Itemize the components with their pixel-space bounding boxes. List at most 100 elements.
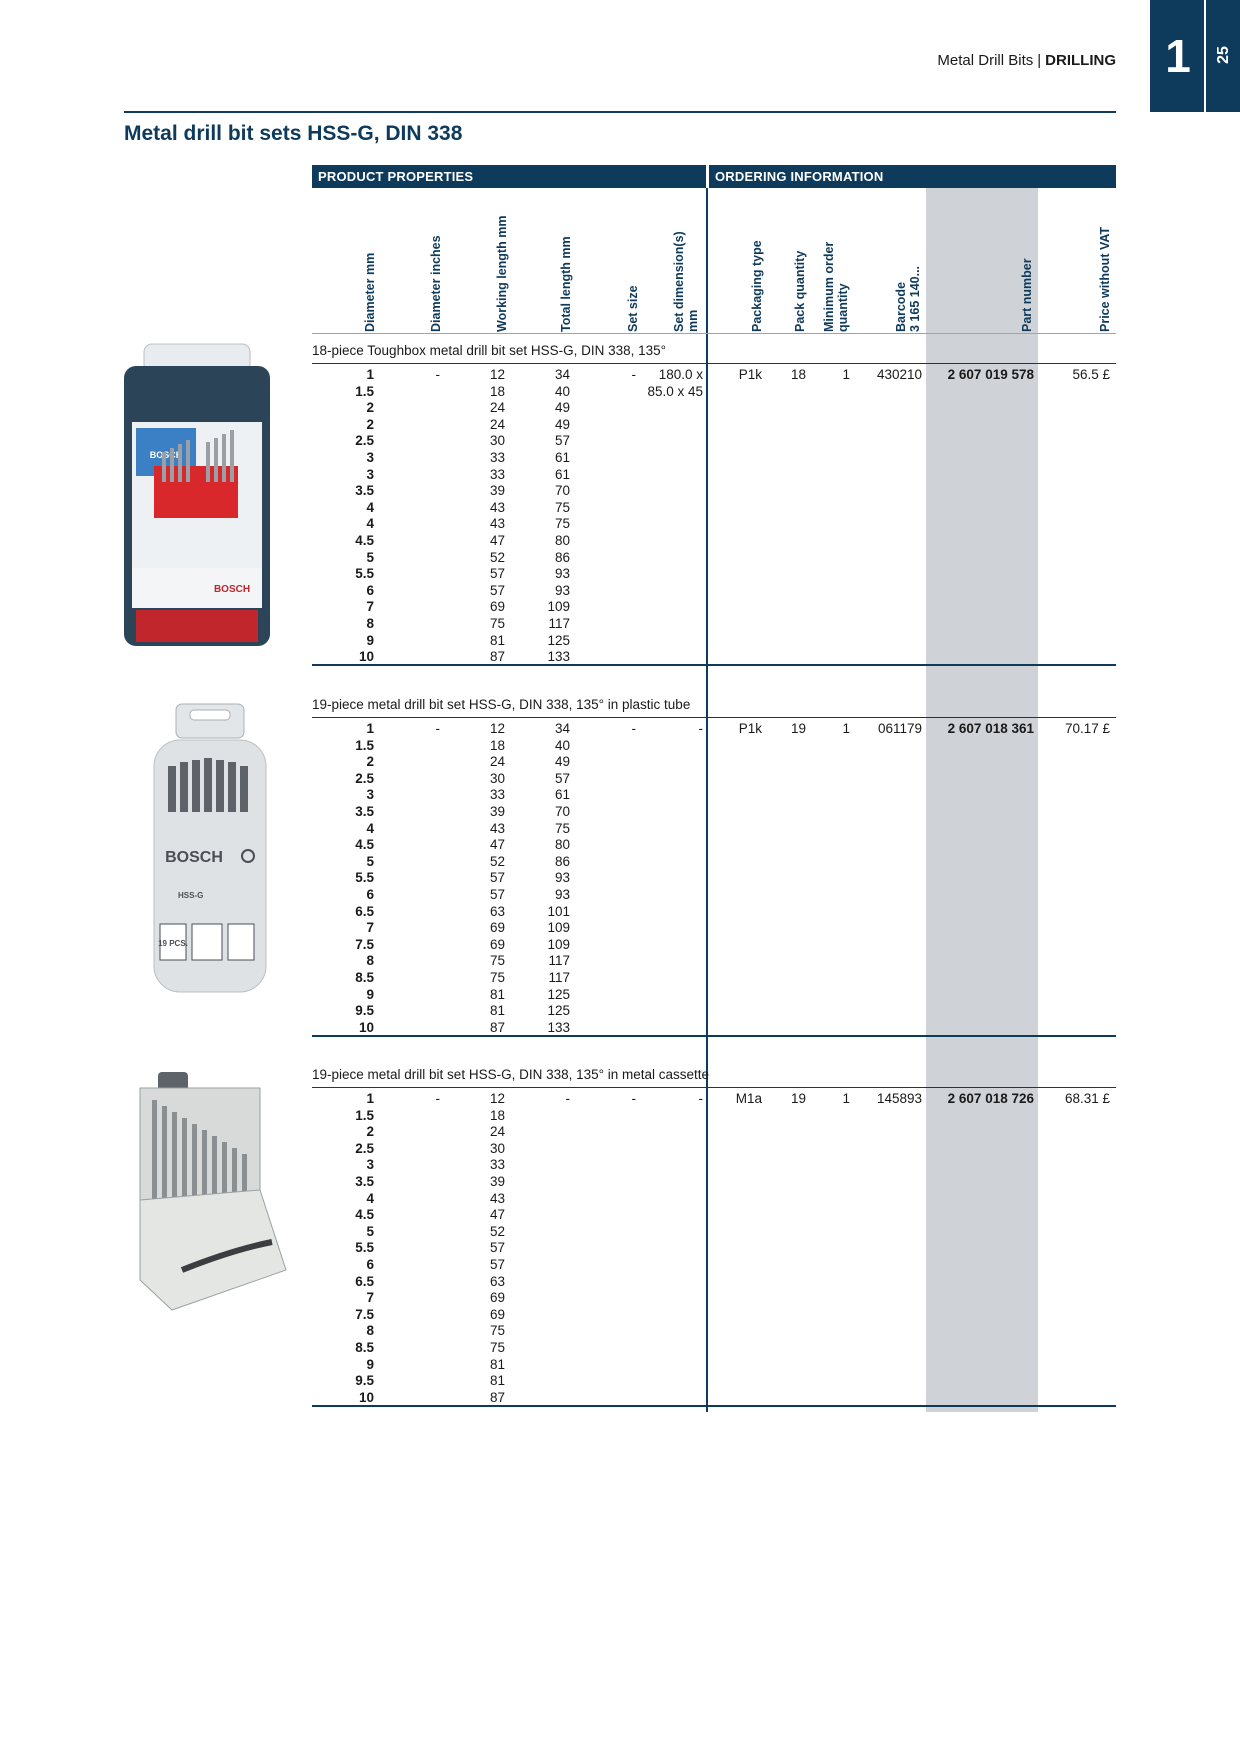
metal-cassette-image — [139, 1072, 287, 1311]
cell-diameter: 3.5 — [355, 804, 374, 819]
cell-working-length: 75 — [489, 953, 505, 969]
column-header-line: Minimum order — [822, 241, 836, 332]
plastic-tube-image: BOSCH HSS-G 19 PCS. — [153, 703, 267, 993]
running-head: Metal Drill Bits|DRILLING — [937, 52, 1116, 69]
cell-barcode: 061179 — [877, 721, 922, 736]
cell-diameter: 9.5 — [355, 1003, 374, 1019]
cell-pack-quantity: 19 — [790, 721, 806, 736]
cell-diameter: 4 — [366, 516, 374, 532]
column-header-label: Set size — [626, 285, 640, 332]
cell-diameter: 8 — [366, 953, 374, 969]
column-header: Total length mm — [559, 188, 589, 332]
cell-working-length: 24 — [489, 416, 505, 432]
cell-pack-quantity: 18 — [790, 367, 806, 382]
tube-grade-label: HSS-G — [178, 891, 203, 900]
cell-working-length: 18 — [489, 737, 505, 753]
cell-diameter: 5.5 — [355, 566, 374, 582]
cell-diameter-inches: - — [435, 1091, 441, 1106]
cell-total-length: 101 — [547, 903, 570, 919]
header-rule — [124, 111, 1116, 113]
cell-working-length: 30 — [489, 770, 505, 786]
cell-total-length: 93 — [554, 566, 570, 582]
column-header-line: Barcode — [894, 281, 908, 332]
column-header-label: Working length mm — [495, 215, 509, 332]
header-bottom-rule — [312, 333, 1116, 334]
cell-total-length: 70 — [554, 804, 570, 819]
cell-working-length: 12 — [489, 721, 505, 736]
cell-total-length: 61 — [554, 787, 570, 803]
cell-part-number: 2 607 019 578 — [947, 367, 1034, 382]
cell-working-length: 47 — [489, 533, 505, 548]
cell-working-length: 43 — [489, 1190, 505, 1206]
cell-diameter: 2 — [366, 400, 374, 416]
band-right-bg: ORDERING INFORMATION — [709, 165, 1116, 188]
cell-diameter: 10 — [358, 1019, 374, 1035]
section-bottom-rule — [312, 1405, 1116, 1407]
cell-total-length: 34 — [554, 721, 570, 736]
band-ordering-information: ORDERING INFORMATION — [715, 169, 884, 184]
cell-diameter: 6.5 — [355, 903, 374, 919]
cell-working-length: 30 — [489, 1140, 505, 1156]
cell-working-length: 12 — [489, 367, 505, 382]
column-header: Packaging type — [750, 188, 780, 332]
cell-diameter: 5 — [366, 853, 374, 869]
cell-diameter: 7.5 — [355, 1306, 374, 1322]
cell-set-dimensions: - — [698, 1091, 704, 1106]
cell-total-length: 93 — [554, 887, 570, 902]
section-title: 18-piece Toughbox metal drill bit set HS… — [312, 343, 667, 358]
cell-working-length: 75 — [489, 1323, 505, 1339]
cell-diameter: 3.5 — [355, 483, 374, 499]
cell-part-number: 2 607 018 726 — [947, 1091, 1034, 1106]
tube-brand-label: BOSCH — [165, 849, 223, 866]
column-header-line: mm — [686, 309, 700, 332]
cell-diameter: 9 — [366, 632, 374, 648]
cell-total-length: 75 — [554, 516, 570, 532]
cell-total-length: 75 — [554, 820, 570, 836]
cell-total-length: 117 — [548, 616, 570, 631]
page-number: 25 — [1207, 40, 1240, 70]
cell-working-length: 81 — [489, 986, 505, 1002]
cell-minimum-order: 1 — [842, 721, 850, 736]
cell-diameter: 4.5 — [355, 837, 374, 853]
cell-working-length: 52 — [489, 853, 505, 869]
cell-diameter: 5.5 — [355, 870, 374, 886]
cell-working-length: 39 — [489, 1174, 505, 1189]
cell-diameter: 5.5 — [355, 1240, 374, 1256]
column-group-divider — [706, 188, 708, 1412]
cell-working-length: 81 — [489, 1003, 505, 1019]
cell-working-length: 87 — [489, 649, 505, 665]
cell-total-length: - — [565, 1091, 571, 1106]
cell-working-length: 18 — [489, 383, 505, 399]
cell-working-length: 39 — [489, 483, 505, 499]
column-header: Pack quantity — [793, 188, 823, 332]
cell-working-length: 57 — [489, 1257, 505, 1272]
cell-diameter: 5 — [366, 549, 374, 565]
cell-working-length: 47 — [489, 837, 505, 853]
cell-total-length: 34 — [554, 367, 570, 382]
cell-total-length: 80 — [554, 837, 570, 853]
page-title: Metal drill bit sets HSS-G, DIN 338 — [124, 122, 463, 145]
cell-working-length: 18 — [489, 1107, 505, 1123]
cell-price: 68.31 £ — [1064, 1091, 1110, 1106]
cell-total-length: 133 — [547, 1019, 570, 1035]
cell-diameter: 7 — [366, 1290, 374, 1306]
cell-total-length: 75 — [554, 499, 570, 515]
column-header-label: Diameter inches — [429, 235, 443, 332]
chapter-tab — [1150, 0, 1240, 112]
cell-working-length: 69 — [489, 599, 505, 615]
cell-working-length: 12 — [489, 1091, 505, 1106]
section-top-rule — [312, 717, 1116, 718]
column-header-line: Set dimension(s) — [672, 231, 686, 332]
page-number-text: 25 — [1214, 46, 1232, 64]
cell-working-length: 43 — [489, 516, 505, 532]
cell-working-length: 81 — [489, 632, 505, 648]
cell-working-length: 57 — [489, 1240, 505, 1256]
chapter-number: 1 — [1165, 30, 1191, 82]
cell-diameter: 6 — [366, 1257, 374, 1272]
cell-diameter: 1.5 — [355, 383, 374, 399]
cell-working-length: 30 — [489, 433, 505, 449]
